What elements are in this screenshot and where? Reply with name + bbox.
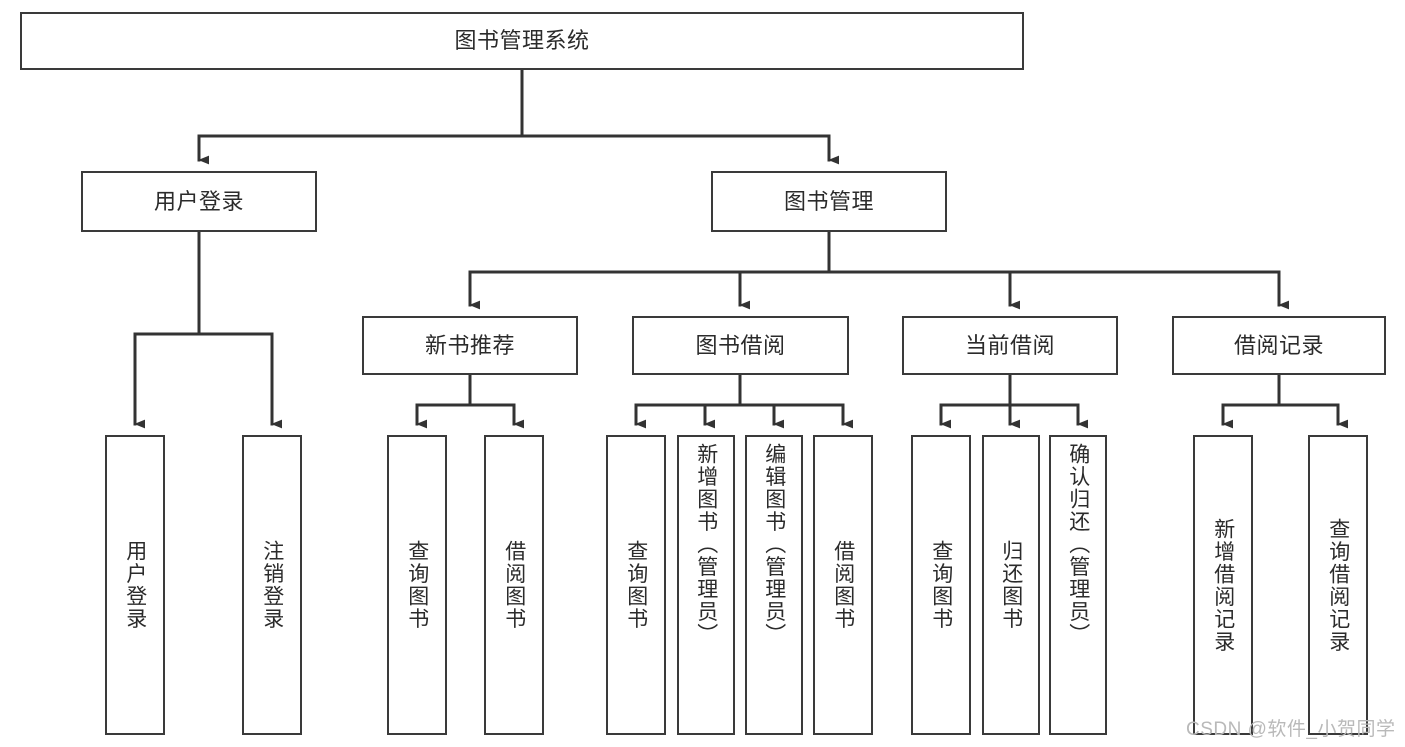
node-new-book-rec-label: 新书推荐 [424, 332, 515, 358]
node-root[interactable]: 图书管理系统 [20, 12, 1024, 70]
node-leaf-rec-borrow[interactable]: 借阅图书 [484, 435, 544, 735]
node-leaf-rec-query2-label: 查询借阅记录 [1326, 517, 1350, 653]
node-borrow-record[interactable]: 借阅记录 [1172, 316, 1386, 375]
node-leaf-borrow-edit-label: 编辑图书（管理员） [762, 443, 786, 646]
node-leaf-rec-query2[interactable]: 查询借阅记录 [1308, 435, 1368, 735]
node-book-borrow-label: 图书借阅 [695, 332, 786, 358]
node-leaf-borrow-add-label: 新增图书（管理员） [694, 443, 718, 646]
node-leaf-borrow-query[interactable]: 查询图书 [606, 435, 666, 735]
node-leaf-rec-add-label: 新增借阅记录 [1211, 517, 1235, 653]
node-leaf-borrow-query-label: 查询图书 [624, 540, 648, 630]
node-book-manage[interactable]: 图书管理 [711, 171, 947, 232]
node-book-borrow[interactable]: 图书借阅 [632, 316, 849, 375]
node-book-manage-label: 图书管理 [783, 188, 874, 214]
node-leaf-user-logout[interactable]: 注销登录 [242, 435, 302, 735]
node-current-borrow-label: 当前借阅 [964, 332, 1055, 358]
node-user-login-label: 用户登录 [153, 188, 244, 214]
watermark: CSDN @软件_小贺同学 [1186, 719, 1396, 740]
node-new-book-rec[interactable]: 新书推荐 [362, 316, 578, 375]
node-leaf-borrow-add[interactable]: 新增图书（管理员） [677, 435, 735, 735]
node-leaf-rec-query-label: 查询图书 [405, 540, 429, 630]
node-leaf-cur-query[interactable]: 查询图书 [911, 435, 971, 735]
node-leaf-borrow-lend-label: 借阅图书 [831, 540, 855, 630]
node-leaf-cur-query-label: 查询图书 [929, 540, 953, 630]
node-leaf-cur-return[interactable]: 归还图书 [982, 435, 1040, 735]
node-leaf-cur-return-label: 归还图书 [999, 540, 1023, 630]
node-user-login[interactable]: 用户登录 [81, 171, 317, 232]
node-leaf-borrow-lend[interactable]: 借阅图书 [813, 435, 873, 735]
node-leaf-cur-confirm-label: 确认归还（管理员） [1066, 443, 1090, 646]
node-borrow-record-label: 借阅记录 [1233, 332, 1324, 358]
node-leaf-rec-add[interactable]: 新增借阅记录 [1193, 435, 1253, 735]
node-leaf-user-login-label: 用户登录 [123, 540, 147, 630]
node-root-label: 图书管理系统 [454, 28, 590, 54]
node-leaf-cur-confirm[interactable]: 确认归还（管理员） [1049, 435, 1107, 735]
node-current-borrow[interactable]: 当前借阅 [902, 316, 1118, 375]
node-leaf-user-login[interactable]: 用户登录 [105, 435, 165, 735]
node-leaf-rec-query[interactable]: 查询图书 [387, 435, 447, 735]
node-leaf-borrow-edit[interactable]: 编辑图书（管理员） [745, 435, 803, 735]
node-leaf-rec-borrow-label: 借阅图书 [502, 540, 526, 630]
node-leaf-user-logout-label: 注销登录 [260, 540, 284, 630]
